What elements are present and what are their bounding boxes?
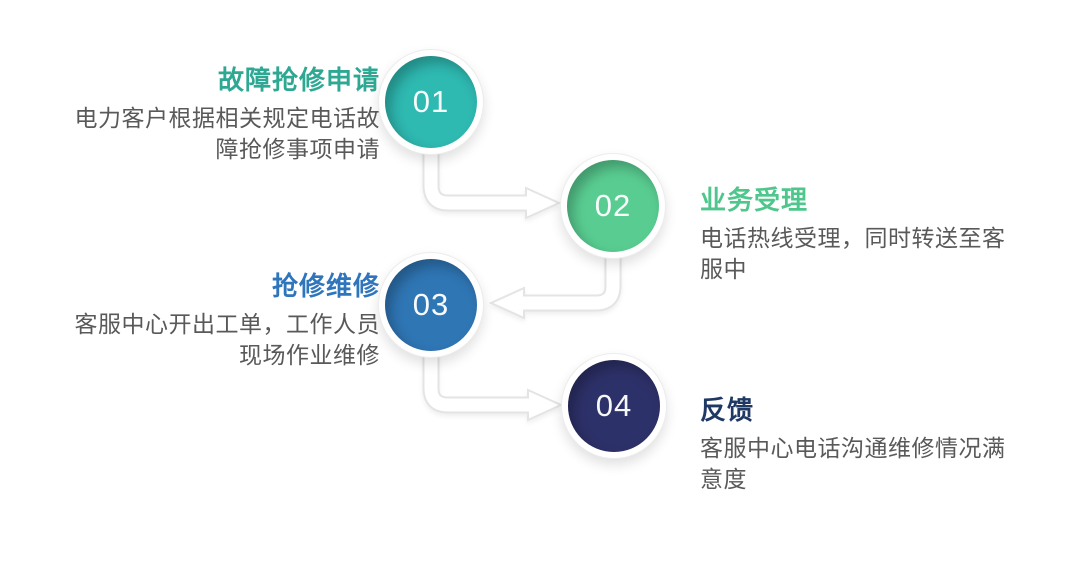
connector-3-4 (422, 345, 564, 422)
arrowhead-right-icon (527, 388, 564, 422)
step-4-disc: 04 (568, 360, 660, 452)
arrowhead-right-icon (525, 186, 562, 220)
step-3-circle: 03 (378, 252, 484, 358)
step-3-number: 03 (412, 287, 450, 322)
step-4-text: 反馈 客服中心电话沟通维修情况满 意度 (700, 392, 1050, 495)
step-4-number: 04 (595, 388, 633, 423)
step-3-title: 抢修维修 (271, 271, 380, 301)
connector-1-2 (422, 140, 562, 220)
step-4-title: 反馈 (700, 395, 755, 425)
step-3-disc: 03 (385, 259, 477, 351)
step-2-description: 电话热线受理，同时转送至客 服中 (700, 225, 1006, 282)
step-1-description: 电力客户根据相关规定电话故 障抢修事项申请 (74, 105, 380, 162)
step-3-description: 客服中心开出工单，工作人员 现场作业维修 (74, 311, 380, 368)
step-2-circle: 02 (560, 153, 666, 259)
step-2-number: 02 (594, 188, 632, 223)
step-2-text: 业务受理 电话热线受理，同时转送至客 服中 (700, 182, 1050, 285)
step-3-text: 抢修维修 客服中心开出工单，工作人员 现场作业维修 (55, 268, 380, 371)
step-1-circle: 01 (378, 49, 484, 155)
step-1-disc: 01 (385, 56, 477, 148)
arrowhead-left-icon (488, 286, 525, 320)
step-4-circle: 04 (561, 353, 667, 459)
step-1-text: 故障抢修申请 电力客户根据相关规定电话故 障抢修事项申请 (55, 62, 380, 165)
step-4-description: 客服中心电话沟通维修情况满 意度 (700, 435, 1006, 492)
step-1-number: 01 (412, 84, 450, 119)
connector-2-3 (488, 245, 622, 320)
step-2-disc: 02 (567, 160, 659, 252)
step-2-title: 业务受理 (700, 185, 809, 215)
step-1-title: 故障抢修申请 (217, 65, 380, 95)
